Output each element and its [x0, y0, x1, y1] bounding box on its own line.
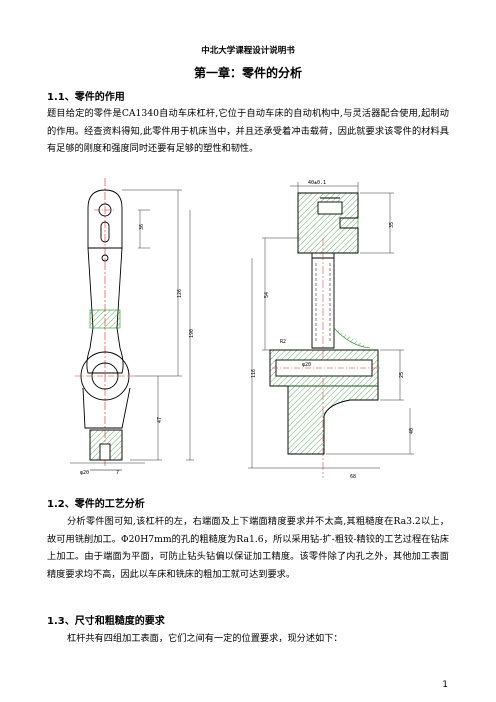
svg-text:190: 190: [189, 329, 195, 338]
svg-text:40: 40: [409, 428, 415, 434]
svg-text:47: 47: [157, 417, 163, 423]
front-view: [70, 178, 145, 471]
svg-text:68: 68: [350, 474, 356, 480]
section-heading-1-1: 1.1、零件的作用: [47, 92, 125, 103]
svg-text:7: 7: [116, 470, 119, 476]
running-header: 中北大学课程设计说明书: [201, 46, 295, 56]
chapter-title: 第一章：零件的分析: [193, 66, 302, 80]
svg-text:R2: R2: [280, 339, 286, 345]
svg-text:φ20: φ20: [80, 470, 89, 476]
svg-text:126: 126: [177, 289, 183, 298]
svg-text:116: 116: [251, 369, 257, 378]
page-number: 1: [442, 680, 448, 690]
section-paragraph-1-2: 分析零件图可知,该杠杆的左，右端面及上下端面精度要求并不太高,其粗糙度在Ra3.…: [47, 516, 449, 580]
svg-text:35: 35: [389, 222, 395, 228]
svg-text:25: 25: [399, 372, 405, 378]
svg-text:54: 54: [264, 292, 270, 298]
section-heading-1-2: 1.2、零件的工艺分析: [47, 499, 145, 510]
section-heading-1-3: 1.3、尺寸和粗糙度的要求: [47, 616, 165, 627]
section-paragraph-1-3: 杠杆共有四组加工表面，它们之间有一定的位置要求，现分述如下：: [67, 633, 343, 644]
section-view-dimensions: [248, 182, 414, 469]
svg-text:φ20: φ20: [302, 362, 311, 368]
section-view: [269, 192, 380, 478]
section-paragraph-1-1: 题目给定的零件是CA1340自动车床杠杆,它位于自动车床的自动机构中,与灵活器配…: [47, 108, 449, 154]
front-view-dimensions: [122, 189, 194, 461]
svg-text:36: 36: [139, 224, 145, 230]
lever-part-drawing: 36 126 47 190 φ20 7: [70, 178, 415, 480]
svg-text:40±0.1: 40±0.1: [308, 180, 326, 186]
